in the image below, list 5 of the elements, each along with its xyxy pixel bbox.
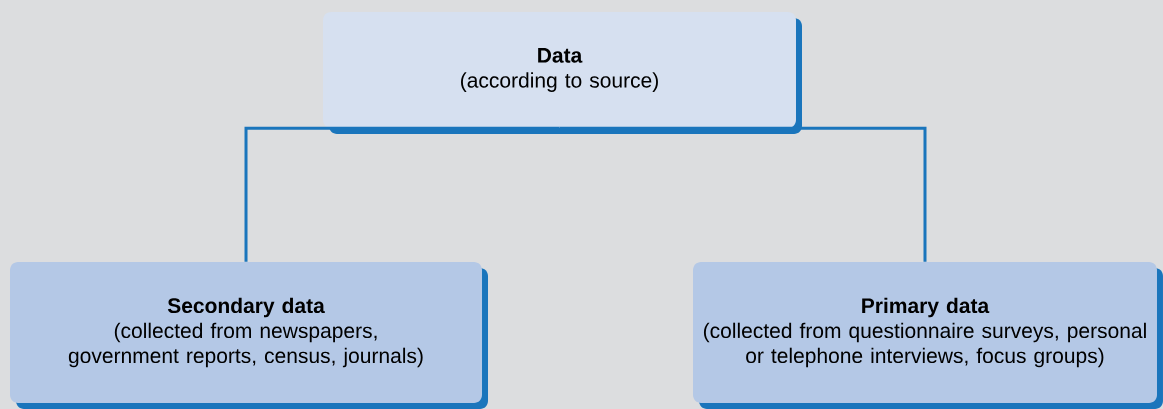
text-box: Secondary data (collected from newspapers, government reports, census, journals) [10, 262, 488, 409]
text-box: Data (according to source) [323, 12, 802, 134]
connector-line [559, 126, 927, 262]
connector-line [244, 126, 560, 262]
text-box: Primary data (collected from questionnaire surveys, personal or telephone interviews, focus groups) [693, 262, 1163, 409]
